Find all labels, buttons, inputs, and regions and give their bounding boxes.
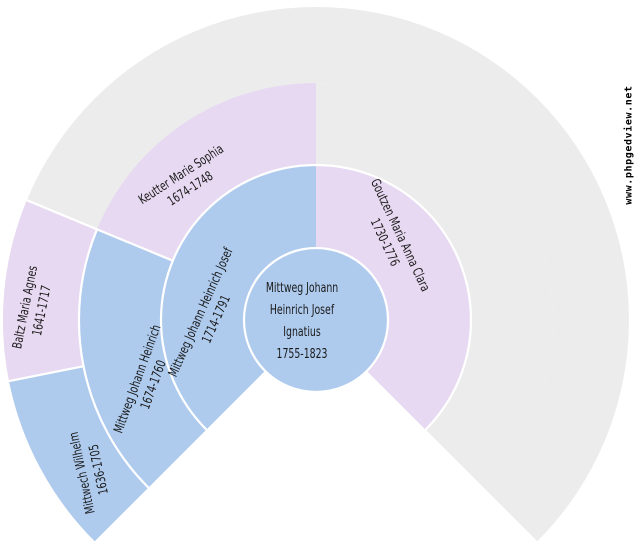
center-person-name-line: Mittweg Johann: [265, 281, 339, 296]
radial-border-great-grandparents: [8, 365, 84, 383]
ring-border-gen2-outer: [159, 163, 473, 431]
center-person-name-line: Heinrich Josef: [269, 303, 335, 318]
cell-paternal-grandfather[interactable]: [78, 229, 207, 488]
phpgedview-watermark: www.phpgedview.net: [623, 85, 635, 205]
center-person-name-line: Ignatius: [283, 325, 321, 340]
empty-ancestor-cells-gen4: [2, 6, 629, 542]
cell-center-person[interactable]: [242, 246, 390, 394]
cell-paternal-great-grandfather[interactable]: [9, 366, 149, 542]
cell-paternal-great-grandmother[interactable]: [2, 200, 97, 382]
cell-mother[interactable]: [316, 165, 471, 430]
cell-paternal-grandmother[interactable]: [97, 82, 316, 261]
label-center-person: Mittweg Johann Heinrich Josef Ignatius 1…: [266, 278, 338, 366]
center-person-dates: 1755-1823: [276, 347, 328, 362]
radial-border-grandparents: [26, 199, 174, 262]
